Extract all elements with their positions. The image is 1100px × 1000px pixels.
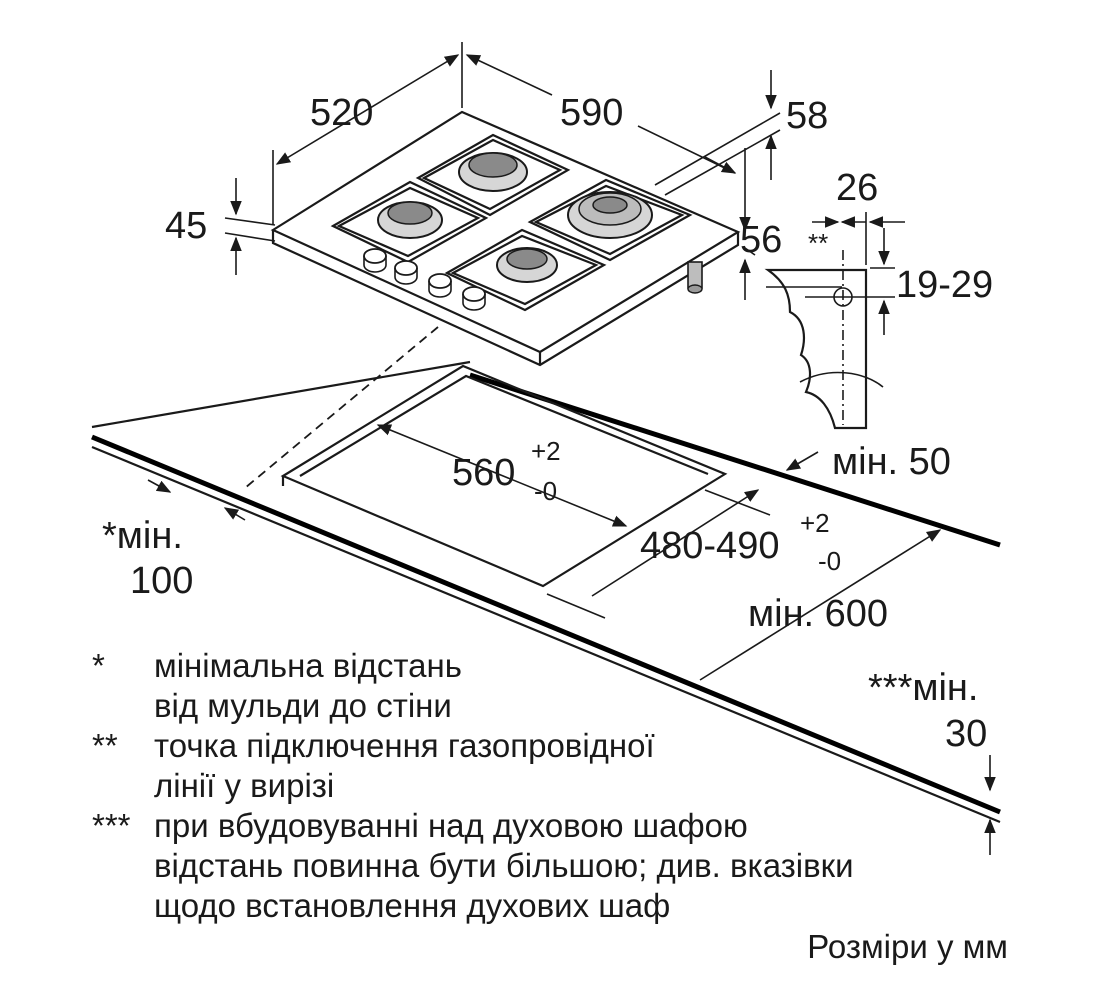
burner-front-right bbox=[496, 247, 558, 283]
worktop-cutout bbox=[280, 364, 728, 588]
cutout-dimension-lines bbox=[147, 424, 996, 855]
footnote-2: ** точка підключення газопровідної лінії… bbox=[92, 726, 854, 806]
dim-min-back: мін. 50 bbox=[832, 441, 951, 483]
dim-cutout-depth-tol-plus: +2 bbox=[800, 508, 830, 538]
footnote-line: точка підключення газопровідної bbox=[154, 727, 655, 764]
dimension-labels: 520 590 58 45 56 26 ** 19-29 560 +2 -0 4… bbox=[102, 92, 993, 755]
burner-front-left bbox=[377, 201, 443, 239]
burners bbox=[377, 152, 653, 283]
footnote-mark: * bbox=[92, 647, 105, 684]
dim-min-side-label: *мін. bbox=[102, 515, 183, 557]
worktop bbox=[91, 360, 1001, 824]
dim-cutout-width-tol-plus: +2 bbox=[531, 436, 561, 466]
mounting-bracket-detail bbox=[764, 212, 905, 430]
dim-height-back: 56 bbox=[740, 219, 782, 261]
control-knobs bbox=[363, 248, 486, 311]
dim-cutout-depth-tol-minus: -0 bbox=[818, 546, 841, 576]
hob-drawing bbox=[270, 110, 741, 367]
footnote-3: *** при вбудовуванні над духовою шафою в… bbox=[92, 806, 854, 926]
footnote-line: мінімальна відстань bbox=[154, 647, 462, 684]
pan-supports bbox=[330, 133, 693, 312]
dim-width: 590 bbox=[560, 92, 623, 134]
footnote-line: від мульди до стіни bbox=[154, 687, 452, 724]
footnote-line: щодо встановлення духових шаф bbox=[154, 887, 671, 924]
dim-min-below-value: 30 bbox=[945, 713, 987, 755]
units-note: Розміри у мм bbox=[807, 928, 1008, 965]
gas-connector bbox=[687, 261, 703, 294]
footnote-mark: ** bbox=[92, 727, 118, 764]
footnote-mark: *** bbox=[92, 807, 131, 844]
burner-wok bbox=[567, 191, 653, 239]
footnote-1: * мінімальна відстань від мульди до стін… bbox=[92, 646, 854, 726]
dim-cutout-depth: 480-490 bbox=[640, 525, 779, 567]
dim-bracket-offset: 58 bbox=[786, 95, 828, 137]
dim-cutout-width: 560 bbox=[452, 452, 515, 494]
dim-min-side-value: 100 bbox=[130, 560, 193, 602]
dim-min-below-label: ***мін. bbox=[868, 667, 978, 709]
hob-dimension-lines bbox=[224, 42, 781, 489]
dim-bracket-width: 26 bbox=[836, 167, 878, 209]
dim-min-depth: мін. 600 bbox=[748, 593, 888, 635]
footnote-line: відстань повинна бути більшою; див. вказ… bbox=[154, 847, 854, 884]
dim-cutout-width-tol-minus: -0 bbox=[534, 476, 557, 506]
hob-top-surface bbox=[270, 110, 741, 354]
gas-point-mark: ** bbox=[808, 228, 828, 258]
footnote-line: при вбудовуванні над духовою шафою bbox=[154, 807, 748, 844]
footnotes-legend: * мінімальна відстань від мульди до стін… bbox=[92, 646, 854, 926]
footnote-line: лінії у вирізі bbox=[154, 767, 335, 804]
dim-height-front: 45 bbox=[165, 205, 207, 247]
dim-bracket-height: 19-29 bbox=[896, 264, 993, 306]
burner-back-left bbox=[458, 152, 528, 192]
hob-edge bbox=[271, 230, 740, 367]
dim-depth: 520 bbox=[310, 92, 373, 134]
